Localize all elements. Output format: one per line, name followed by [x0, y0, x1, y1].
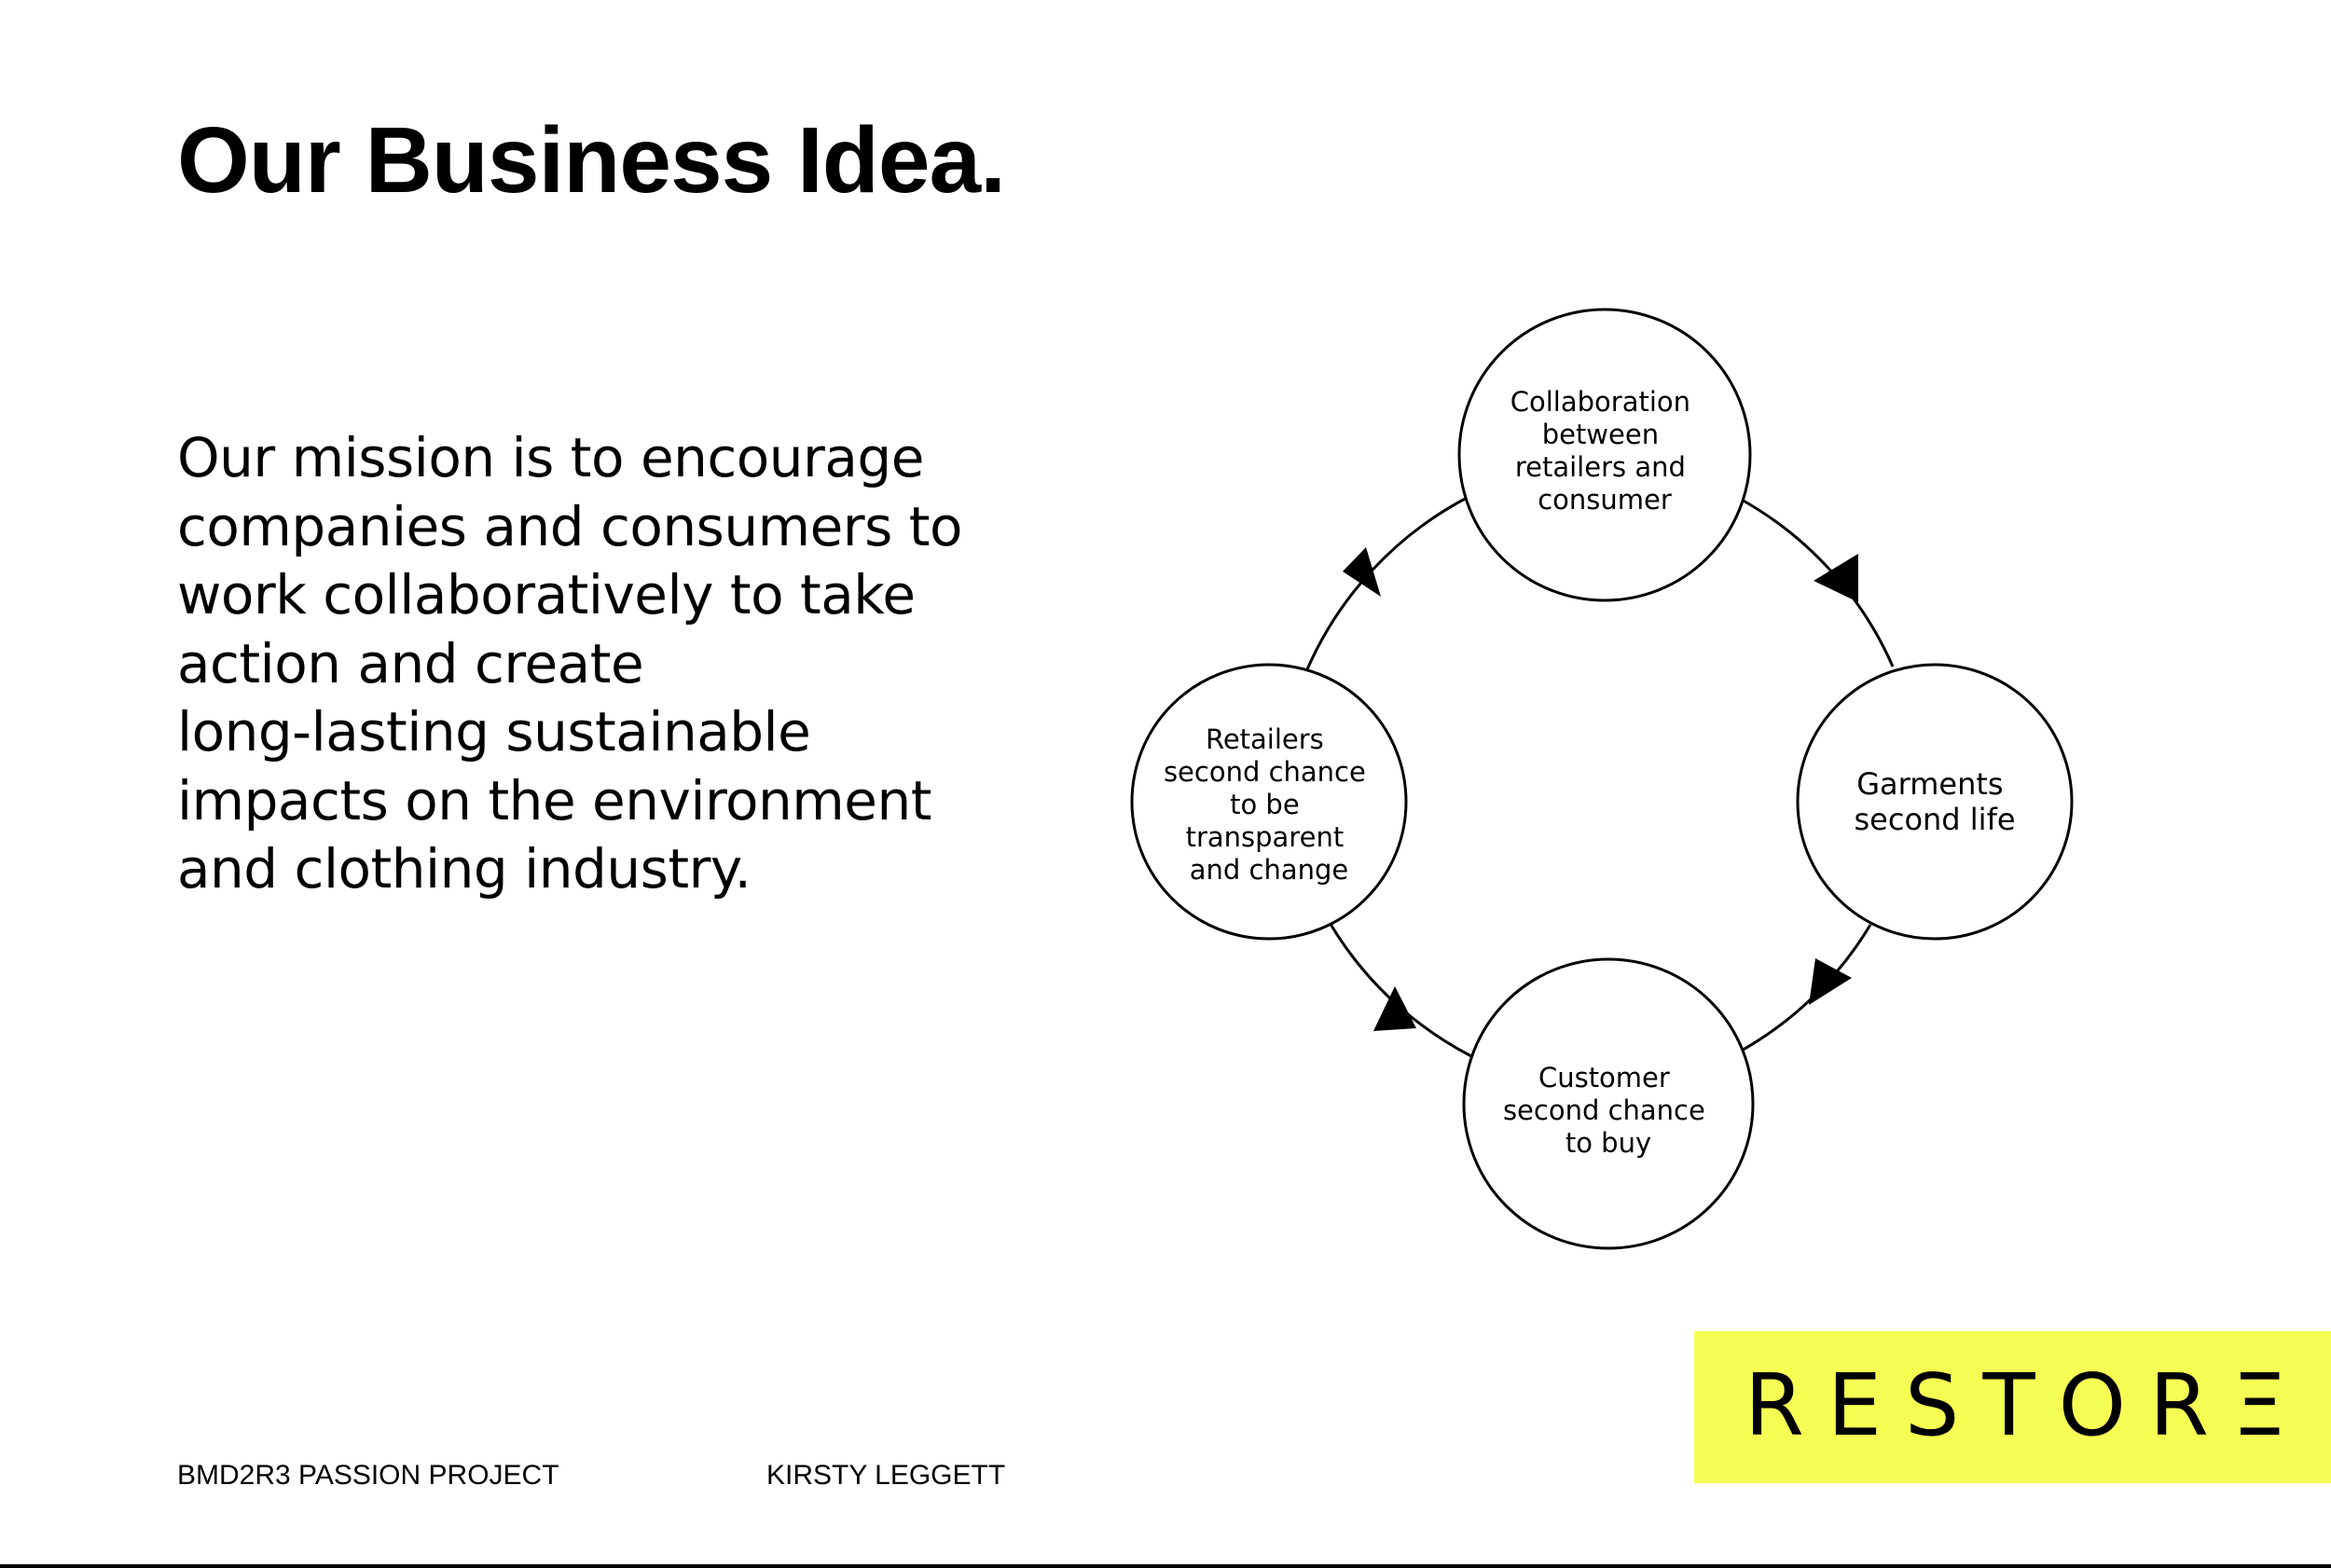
arrowhead-icon	[1814, 554, 1858, 602]
cycle-arc-bottom-right	[1739, 924, 1872, 1053]
mission-line: long-lasting sustainable	[177, 700, 811, 763]
arrowhead-icon	[1809, 958, 1852, 1005]
mission-line: action and create	[177, 631, 644, 695]
node-label-line: second life	[1854, 802, 2015, 837]
mission-line: companies and consumers to	[177, 494, 963, 558]
mission-line: and clothing industry.	[177, 837, 752, 901]
bottom-divider	[0, 1564, 2331, 1568]
svg-text:Garments second life: Garments second life	[1854, 766, 2015, 837]
node-label-line: between	[1542, 419, 1659, 450]
node-label-line: to be	[1230, 789, 1300, 820]
brand-wordmark: RESTORΞ	[1745, 1359, 2310, 1452]
mission-line: impacts on the environment	[177, 768, 931, 832]
cycle-node-customer: Customer second chance to buy	[1462, 957, 1755, 1250]
mission-line: Our mission is to encourage	[177, 426, 924, 489]
brand-final-letter: Ξ	[2232, 1355, 2310, 1455]
node-label-line: consumer	[1538, 484, 1672, 516]
svg-text:Collaboration between: Collaboration between retailers and cons…	[1510, 386, 1700, 516]
cycle-node-garments: Garments second life	[1796, 663, 2074, 941]
svg-text:Retailers second chance: Retailers second chance to be transparen…	[1164, 723, 1374, 886]
node-label-line: to buy	[1565, 1127, 1651, 1159]
node-label-line: retailers and	[1515, 451, 1686, 483]
cycle-diagram: Collaboration between retailers and cons…	[1130, 308, 2074, 1250]
node-label-line: Retailers	[1206, 723, 1324, 755]
cycle-node-collaboration: Collaboration between retailers and cons…	[1457, 308, 1752, 602]
footer-project-label: BMD2R3 PASSION PROJECT	[177, 1460, 559, 1491]
slide-title: Our Business Idea.	[177, 108, 1006, 213]
mission-statement: Our mission is to encourage companies an…	[177, 424, 963, 904]
node-label-line: second chance	[1503, 1094, 1705, 1126]
node-label-line: Collaboration	[1510, 386, 1690, 418]
node-label-line: second chance	[1164, 756, 1366, 788]
arrowhead-icon	[1373, 986, 1416, 1031]
cycle-arc-top-left	[1305, 495, 1469, 670]
node-label-line: transparent	[1186, 821, 1345, 853]
node-label-line: Garments	[1856, 766, 2003, 802]
cycle-arc-bottom-left	[1327, 920, 1472, 1058]
footer-author-label: KIRSTY LEGGETT	[766, 1460, 1006, 1491]
node-label-line: and change	[1190, 854, 1349, 886]
svg-text:Customer second chance: Customer second chance to buy	[1503, 1062, 1714, 1159]
brand-name: RESTOR	[1745, 1355, 2232, 1455]
mission-line: work collaboratively to take	[177, 563, 916, 626]
cycle-node-retailers: Retailers second chance to be transparen…	[1130, 663, 1408, 941]
cycle-arc-top-right	[1739, 497, 1895, 667]
arrowhead-icon	[1343, 547, 1381, 597]
brand-logo: RESTORΞ	[1694, 1331, 2331, 1483]
node-label-line: Customer	[1538, 1062, 1670, 1093]
